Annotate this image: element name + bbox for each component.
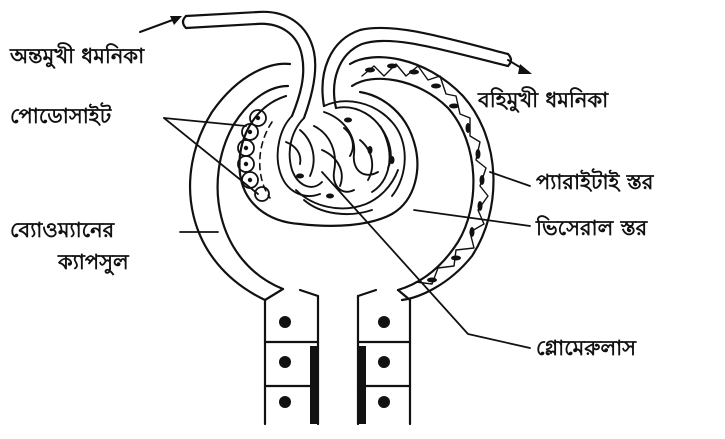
label-bowmans-capsule-line1: ব্যোওম্যানের [10, 218, 114, 242]
label-afferent-arteriole: অন্তমুখী ধমনিকা [10, 44, 144, 68]
label-glomerulus: গ্লোমেরুলাস [536, 336, 636, 360]
label-visceral-layer: ভিসেরাল স্তর [536, 216, 647, 240]
label-podocyte: পোডোসাইট [10, 104, 111, 128]
parietal-layer-cells [365, 64, 485, 283]
tubule-cell-nuclei [279, 316, 390, 408]
label-parietal-layer: প্যারাইটাই স্তর [536, 170, 653, 194]
label-efferent-arteriole: বহিমুখী ধমনিকা [478, 88, 608, 112]
parietal-layer-zigzag [362, 64, 488, 284]
label-leader-lines [164, 118, 530, 348]
label-bowmans-capsule-line2: ক্যাপসুল [58, 250, 129, 274]
glomerular-capillaries [278, 101, 405, 214]
